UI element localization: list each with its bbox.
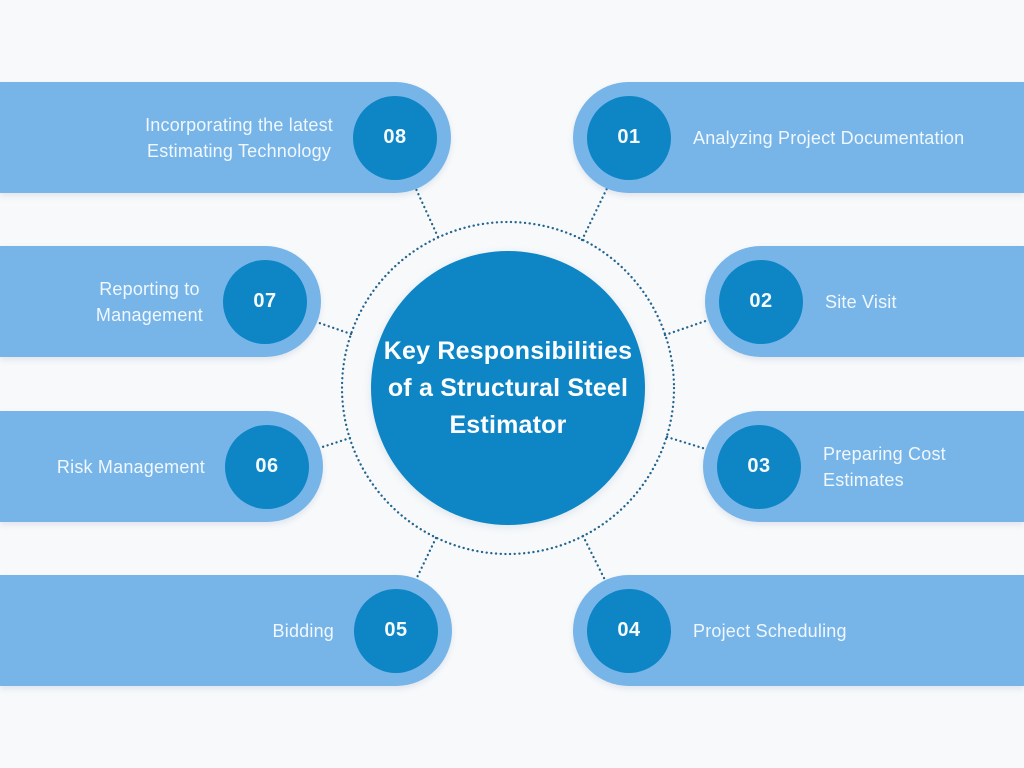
item-pill-03: 03 Preparing Cost Estimates bbox=[703, 411, 1024, 522]
item-label-07: Reporting to Management bbox=[95, 278, 203, 325]
item-number-badge-06: 06 bbox=[225, 424, 309, 509]
item-label-04: Project Scheduling bbox=[693, 620, 847, 641]
connector-line-05 bbox=[408, 536, 438, 594]
item-number-badge-02: 02 bbox=[719, 259, 803, 344]
item-pill-06: Risk Management 06 bbox=[0, 411, 323, 522]
item-number-badge-04: 04 bbox=[587, 588, 671, 673]
center-circle: Key Responsibilities of a Structural Ste… bbox=[371, 251, 645, 525]
item-label-02: Site Visit bbox=[825, 291, 897, 312]
item-label-08: Incorporating the latest Estimating Tech… bbox=[145, 114, 333, 161]
connector-line-02 bbox=[663, 314, 722, 337]
item-pill-01: 01 Analyzing Project Documentation bbox=[573, 82, 1024, 193]
item-pill-02: 02 Site Visit bbox=[705, 246, 1024, 357]
item-pill-08: Incorporating the latest Estimating Tech… bbox=[0, 82, 451, 193]
item-label-05: Bidding bbox=[272, 620, 334, 641]
item-pill-07: Reporting to Management 07 bbox=[0, 246, 321, 357]
item-number-badge-03: 03 bbox=[717, 424, 801, 509]
item-number-badge-05: 05 bbox=[354, 588, 438, 673]
dotted-ring bbox=[340, 220, 676, 556]
connector-line-08 bbox=[409, 176, 440, 239]
connector-line-06 bbox=[302, 436, 352, 455]
item-label-03: Preparing Cost Estimates bbox=[823, 443, 946, 490]
center-title: Key Responsibilities of a Structural Ste… bbox=[383, 336, 633, 439]
item-number-badge-07: 07 bbox=[223, 259, 307, 344]
item-label-01: Analyzing Project Documentation bbox=[693, 127, 965, 148]
item-pill-05: Bidding 05 bbox=[0, 575, 452, 686]
item-pill-04: 04 Project Scheduling bbox=[573, 575, 1024, 686]
item-number-badge-01: 01 bbox=[587, 95, 671, 180]
item-number-badge-08: 08 bbox=[353, 95, 437, 180]
item-label-06: Risk Management bbox=[56, 456, 205, 477]
